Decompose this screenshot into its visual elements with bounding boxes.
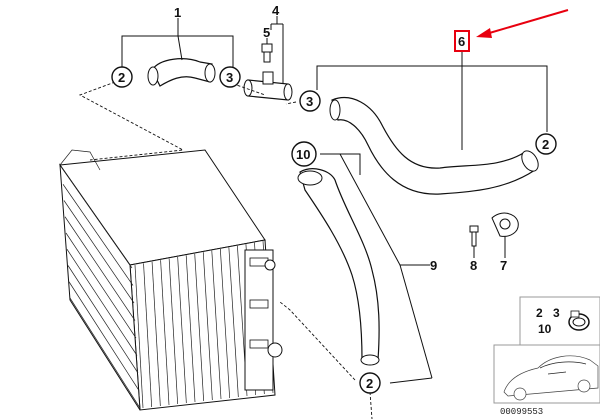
radiator-fin [67, 265, 139, 374]
clip-7 [491, 212, 519, 237]
part-labels: 1 4 5 2 3 3 2 10 2 6 9 8 7 [111, 3, 557, 394]
callout-circle-3a [219, 66, 241, 88]
label-part-7: 7 [500, 258, 507, 273]
label-part-2: 2 [118, 70, 125, 85]
radiator-fin [151, 261, 161, 407]
label-part-3: 3 [226, 70, 233, 85]
radiator-fin [69, 297, 141, 409]
radiator-fin [168, 258, 179, 405]
hose-1 [147, 58, 216, 87]
inset-label-3: 3 [553, 306, 560, 320]
radiator-fin [211, 250, 222, 400]
label-part-10: 10 [296, 147, 310, 162]
inset-label-2: 2 [536, 306, 543, 320]
radiator-fin [64, 216, 136, 321]
radiator-fin [68, 281, 140, 391]
callout-circle-3b [299, 90, 321, 112]
highlight-box [454, 30, 470, 52]
radiator-fin [228, 247, 239, 398]
hose-clamp-icon [568, 310, 590, 331]
connector-4 [243, 43, 293, 101]
label-part-2c: 2 [366, 376, 373, 391]
label-part-6: 6 [458, 34, 465, 49]
radiator-fin [143, 263, 153, 408]
radiator-fin [202, 252, 213, 401]
car-icon [503, 355, 599, 401]
radiator [59, 149, 283, 411]
radiator-fin [63, 200, 135, 304]
radiator-fin [177, 256, 187, 404]
bolt-8 [469, 225, 479, 247]
red-arrow-icon [476, 9, 569, 38]
radiator-fin [134, 264, 144, 409]
radiator-fin [160, 260, 170, 406]
callout-circle-10 [291, 141, 317, 167]
inset-panel: 2 3 10 00099553 [493, 296, 600, 417]
leader-lines [78, 16, 548, 419]
label-part-9: 9 [430, 258, 437, 273]
hose-9 [297, 168, 380, 366]
radiator-fin [219, 248, 231, 399]
callout-circle-2c [359, 372, 381, 394]
radiator-fin [185, 255, 196, 403]
radiator-fin [66, 249, 138, 356]
label-part-1: 1 [174, 5, 181, 20]
label-part-2b: 2 [542, 137, 549, 152]
radiator-fin [62, 184, 134, 286]
radiator-fin [65, 232, 137, 339]
inset-label-10: 10 [538, 322, 552, 336]
callout-circle-2b [535, 133, 557, 155]
radiator-fin [61, 167, 133, 269]
callout-circle-2a [111, 66, 133, 88]
hose-6 [329, 97, 539, 195]
reference-number: 00099553 [500, 407, 543, 417]
label-part-8: 8 [470, 258, 477, 273]
label-part-3b: 3 [306, 94, 313, 109]
radiator-fin [194, 253, 205, 402]
label-part-4: 4 [272, 3, 280, 18]
label-part-5: 5 [263, 25, 270, 40]
